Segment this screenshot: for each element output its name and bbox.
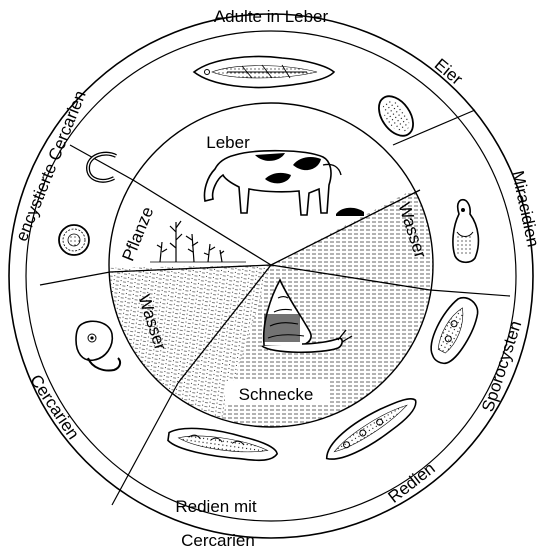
metacercaria-cyst-icon — [58, 224, 90, 256]
water-region-right — [271, 170, 433, 330]
label-snail: Schnecke — [239, 385, 314, 404]
miracidium-icon — [452, 198, 480, 264]
inner-dividers — [109, 179, 431, 384]
label-adult-in-liver: Adulte in Leber — [214, 7, 329, 26]
label-rediae: Redien — [385, 459, 439, 507]
cow-icon — [203, 149, 342, 216]
egg-icon — [378, 95, 414, 137]
cercaria-icon — [75, 320, 122, 372]
inner-circle — [108, 102, 434, 428]
redia-with-cercariae-icon — [167, 427, 279, 462]
label-encysted-cercariae: encystierte Cercarien — [12, 88, 90, 244]
snail-label-backdrop — [225, 381, 329, 405]
ring-dividers — [39, 109, 511, 506]
label-cercariae: Cercarien — [26, 371, 83, 443]
middle-ring — [25, 30, 517, 522]
liver-fluke-icon — [192, 55, 336, 89]
sporocyst-icon — [430, 296, 479, 365]
redia-icon — [325, 397, 417, 460]
snail-icon — [261, 278, 353, 354]
cercaria-tail-icon — [85, 151, 117, 183]
water-plants-icon — [150, 220, 246, 263]
label-liver: Leber — [206, 133, 250, 152]
label-eggs: Eier — [431, 55, 467, 89]
label-rediae-with-cercariae-line2: Cercarien — [181, 531, 255, 550]
grass-tuft — [336, 207, 364, 216]
outer-ring — [8, 13, 534, 539]
label-plant: Pflanze — [118, 204, 157, 264]
label-rediae-with-cercariae: Redien mit — [175, 497, 257, 516]
